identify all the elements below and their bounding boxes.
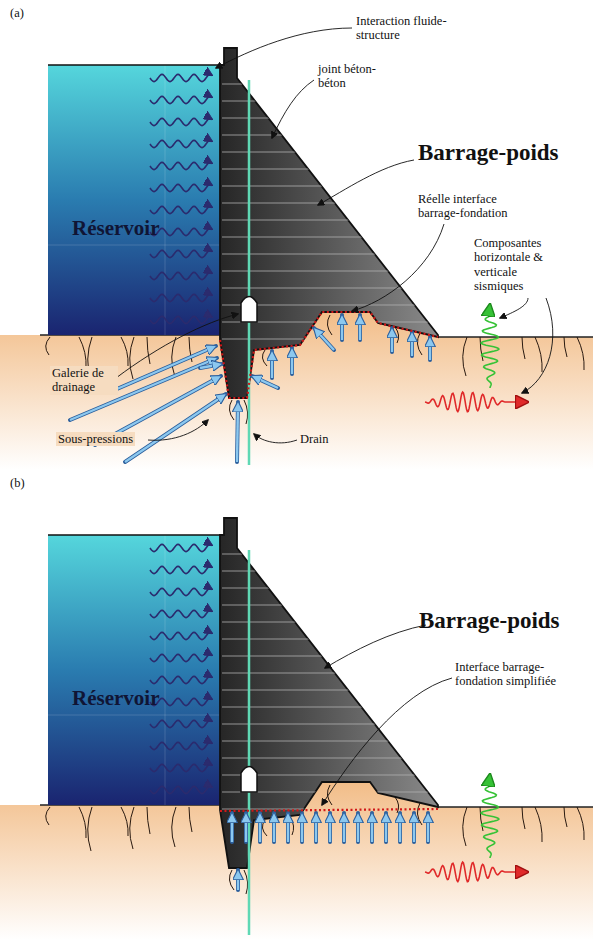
callout-label: Galerie de drainage [50, 366, 118, 395]
drain-line [248, 550, 251, 935]
panel-simplified [0, 518, 593, 940]
dam-foundation-interface [220, 312, 438, 398]
callout-label: Drain [300, 432, 328, 446]
gravity-dam [220, 518, 438, 868]
callout-label: Interaction fluide-structure [356, 14, 451, 43]
uplift-arrows [232, 813, 428, 890]
leader-line [522, 298, 553, 393]
callout-label: joint béton-béton [318, 62, 388, 91]
callout-label: Composantes horizontale & verticale sism… [474, 236, 559, 294]
dam-title: Barrage-poids [419, 608, 589, 633]
horizontal-seismic-component [425, 392, 528, 412]
dam-foundation-interface [220, 809, 438, 811]
gravity-dam [220, 48, 438, 398]
leader-line [254, 434, 297, 443]
dam-title: Barrage-poids [418, 140, 588, 165]
panel-letter: (a) [10, 6, 24, 20]
leader-line [148, 420, 208, 440]
callout-label: Réelle interface barrage-fondation [418, 192, 533, 221]
reservoir-water [48, 535, 220, 805]
leader-line [116, 314, 238, 378]
leader-line [322, 678, 452, 805]
leader-line [325, 625, 426, 668]
panel-real [0, 48, 593, 470]
concrete-joints [222, 84, 440, 339]
hydrodynamic-waves [150, 74, 212, 323]
leader-line [500, 298, 528, 318]
concrete-joints [222, 554, 440, 809]
water-surface [48, 64, 220, 66]
drainage-gallery [241, 297, 257, 323]
callout-label: Sous-pressions [56, 432, 135, 446]
panel-letter: (b) [10, 476, 25, 490]
leader-line [272, 80, 314, 138]
water-surface [48, 534, 220, 536]
vertical-seismic-component [481, 774, 499, 858]
ground-line [438, 806, 593, 808]
leader-line [318, 160, 414, 205]
vertical-seismic-component [481, 304, 499, 388]
drain-line [248, 80, 251, 465]
drainage-gallery [241, 767, 257, 793]
callout-label: Interface barrage-fondation simplifiée [455, 660, 560, 689]
ground-line [438, 336, 593, 338]
hydrodynamic-waves [150, 544, 212, 793]
reservoir-water [48, 65, 220, 335]
horizontal-seismic-component [425, 862, 528, 882]
reservoir-label: Réservoir [72, 217, 159, 240]
reservoir-label: Réservoir [72, 687, 159, 710]
leader-line [352, 224, 444, 311]
